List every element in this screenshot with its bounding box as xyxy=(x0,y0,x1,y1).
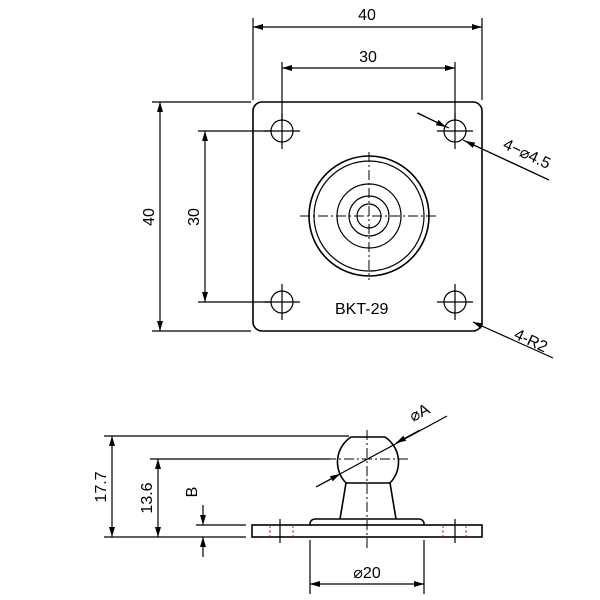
dim-plate-thickness: B xyxy=(184,487,201,498)
side-view: 17.7 13.6 B ⌀20 ⌀A xyxy=(93,401,483,594)
dim-height-40: 40 xyxy=(141,208,158,226)
dimensions-top: 40 30 40 30 4−⌀4.5 4-R2 BKT-29 xyxy=(141,7,554,359)
neck xyxy=(339,482,397,520)
dim-height-30: 30 xyxy=(186,208,203,226)
radius-callout: 4-R2 xyxy=(511,326,550,356)
ball xyxy=(336,436,400,484)
base-boss xyxy=(309,518,425,525)
dimensions-side: 17.7 13.6 B ⌀20 ⌀A xyxy=(93,401,448,594)
dim-width-30: 30 xyxy=(359,49,377,66)
plate-outline xyxy=(252,101,483,332)
hole-callout: 4−⌀4.5 xyxy=(500,136,553,173)
ball-diameter: ⌀A xyxy=(407,401,433,426)
part-label: BKT-29 xyxy=(335,301,388,318)
dim-width-40: 40 xyxy=(358,7,376,24)
dim-base-diameter: ⌀20 xyxy=(353,565,381,582)
dim-ball-center: 13.6 xyxy=(139,482,156,513)
top-view: 40 30 40 30 4−⌀4.5 4-R2 BKT-29 xyxy=(141,7,554,359)
center-boss xyxy=(300,152,438,280)
dim-total-height: 17.7 xyxy=(93,471,110,502)
